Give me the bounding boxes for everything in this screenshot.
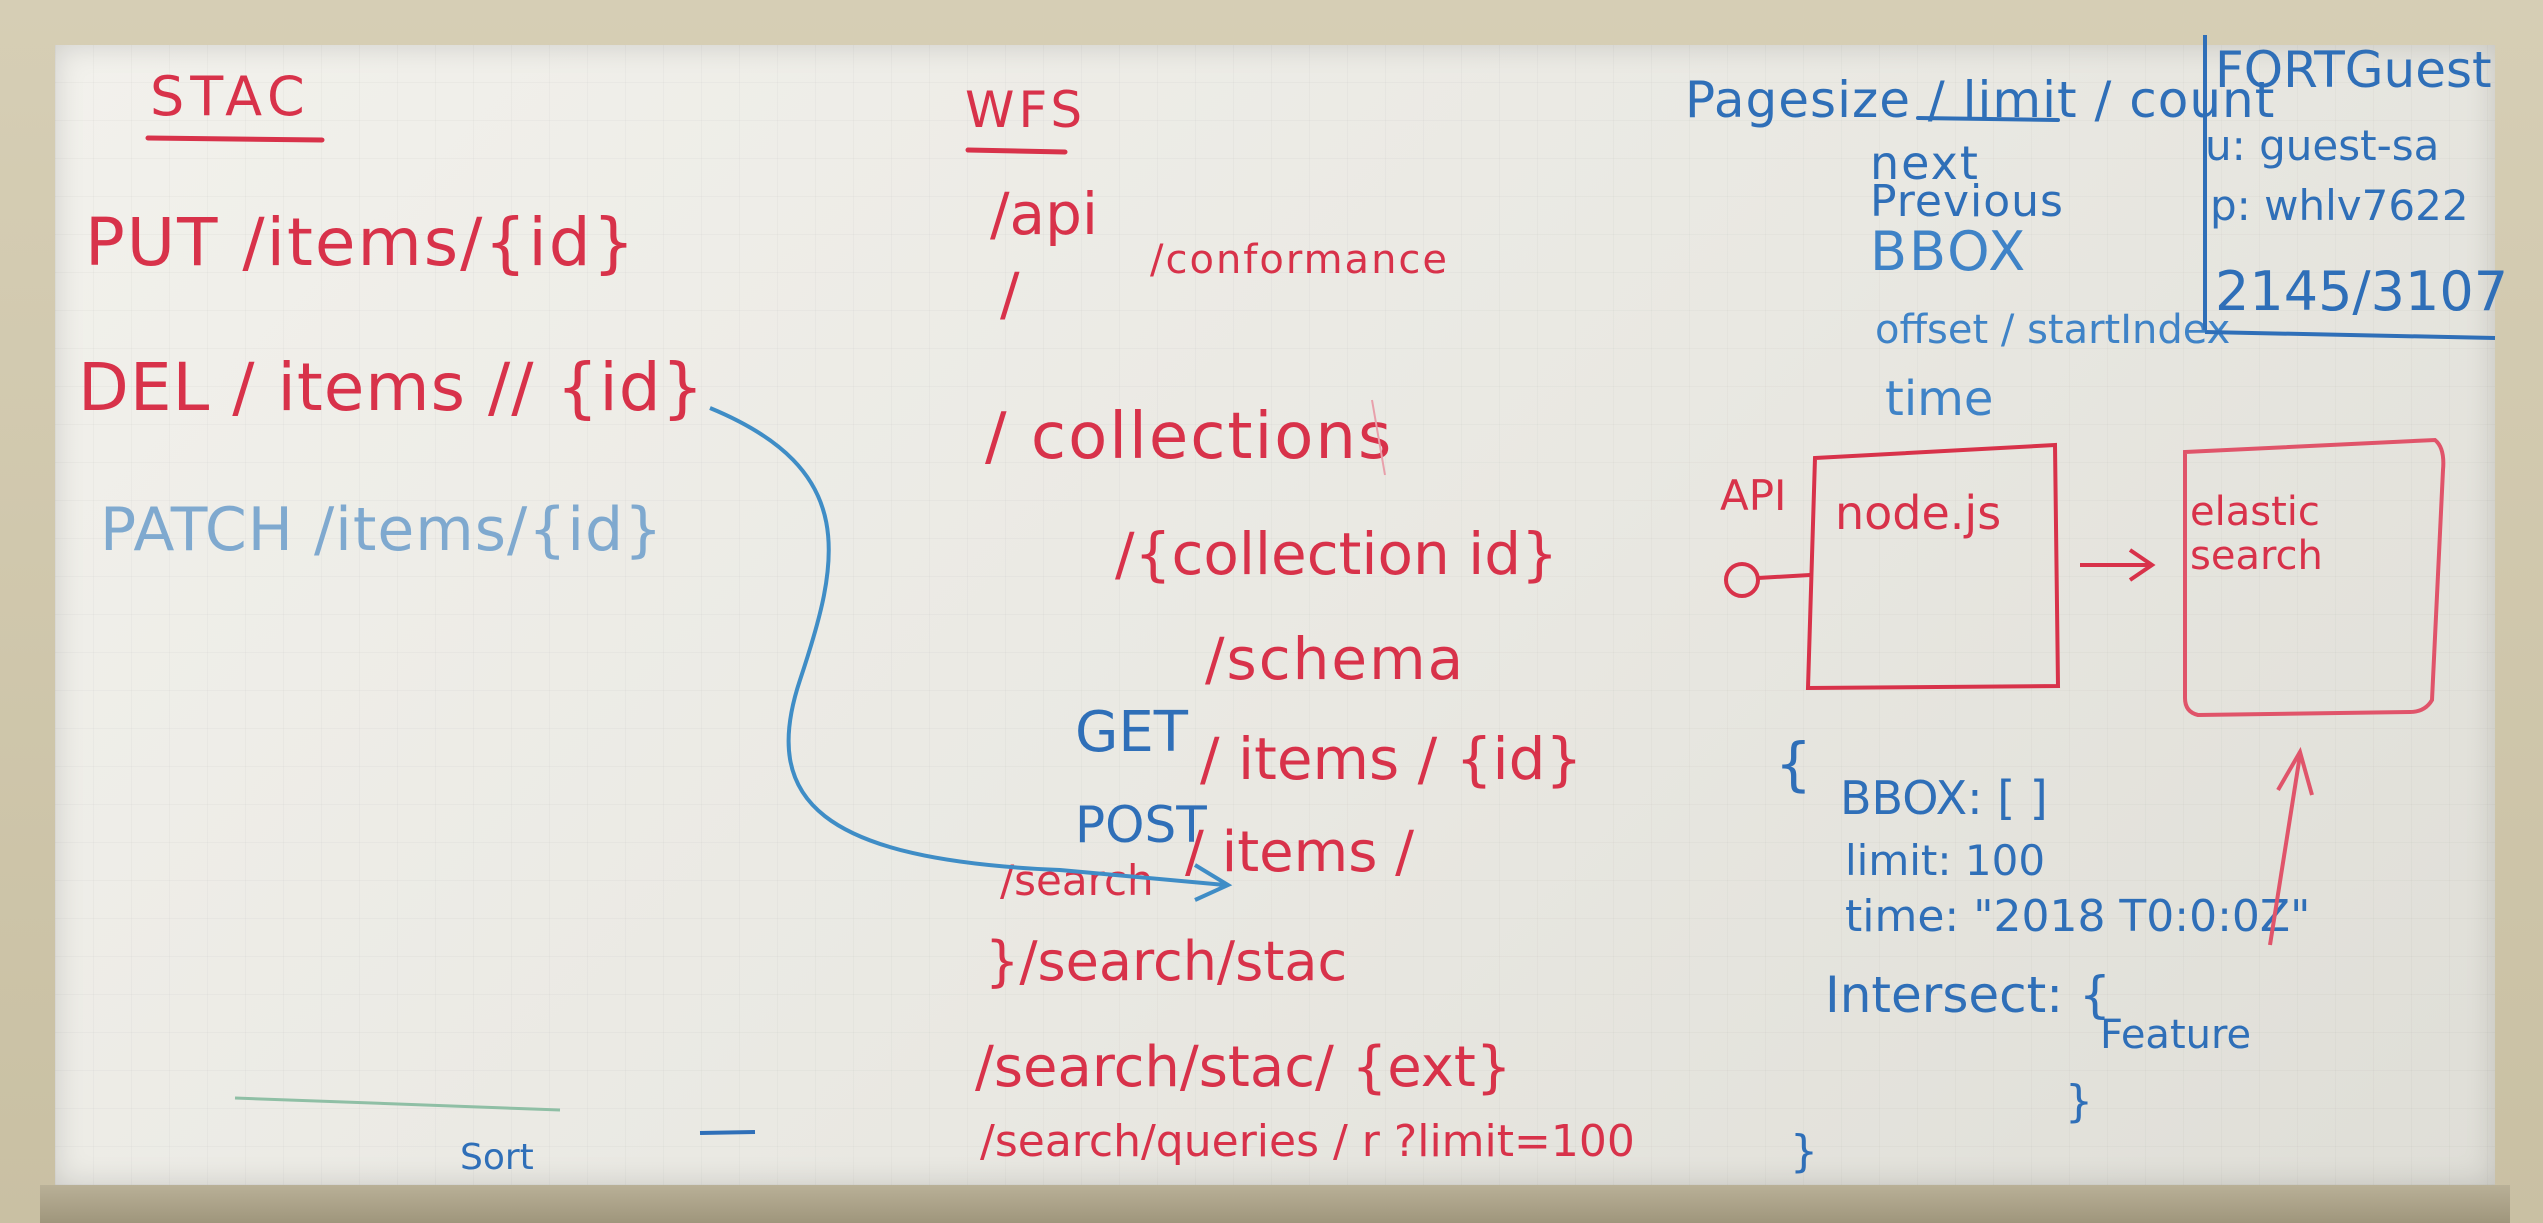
query-time: time: "2018 T0:0:0Z" (1845, 891, 2311, 942)
paging-bbox: BBOX (1870, 220, 2028, 283)
wfs-search-stac-ext: /search/stac/ {ext} (975, 1035, 1512, 1100)
paging-offset: offset / startIndex (1875, 307, 2231, 353)
wfs-search-stac: }/search/stac (985, 930, 1348, 993)
query-limit: limit: 100 (1845, 836, 2046, 885)
wfs-api: /api (990, 180, 1099, 248)
stac-heading: STAC (150, 65, 311, 128)
guest-user: u: guest-sa (2205, 121, 2440, 170)
guest-room: 2145/3107 (2215, 260, 2509, 323)
query-intersect: Intersect: { (1825, 966, 2111, 1024)
wfs-schema: /schema (1205, 625, 1466, 693)
wfs-collections: / collections (985, 400, 1394, 474)
wfs-search-queries: /search/queries / r ?limit=100 (980, 1116, 1635, 1167)
wfs-root-slash: / (1000, 260, 1020, 328)
wfs-sort-note: Sort (460, 1137, 534, 1178)
stac-line-put: PUT /items/{id} (85, 204, 637, 281)
paging-time: time (1885, 371, 1994, 427)
wfs-get-path: / items / {id} (1200, 725, 1583, 793)
wfs-conformance: /conformance (1150, 237, 1450, 283)
query-close: } (1790, 1126, 1818, 1177)
whiteboard-surface (55, 45, 2495, 1185)
wfs-collection-id: /{collection id} (1115, 520, 1558, 588)
paging-previous: Previous (1870, 176, 2064, 227)
guest-pass: p: whlv7622 (2210, 181, 2469, 230)
paging-header: Pagesize / limit / count (1685, 71, 2276, 129)
stac-line-patch: PATCH /items/{id} (100, 495, 664, 565)
wfs-post-path: / items / (1185, 820, 1415, 885)
wfs-search: /search (1000, 856, 1154, 905)
arch-elastic-search: elastic search (2190, 489, 2323, 579)
query-bbox: BBOX: [ ] (1840, 771, 2048, 825)
arch-api-label: API (1720, 471, 1787, 520)
query-open-brace: { (1775, 730, 1812, 798)
stac-line-del: DEL / items // {id} (78, 349, 705, 426)
guest-title: FORTGuest (2215, 41, 2492, 99)
query-feature: Feature (2100, 1012, 2252, 1058)
wfs-get-method: GET (1075, 700, 1188, 765)
arch-node-js: node.js (1835, 486, 2002, 540)
query-close-inner: } (2065, 1076, 2093, 1127)
wfs-heading: WFS (965, 81, 1087, 139)
paging-next: next (1870, 136, 1980, 190)
marker-tray (40, 1185, 2510, 1223)
